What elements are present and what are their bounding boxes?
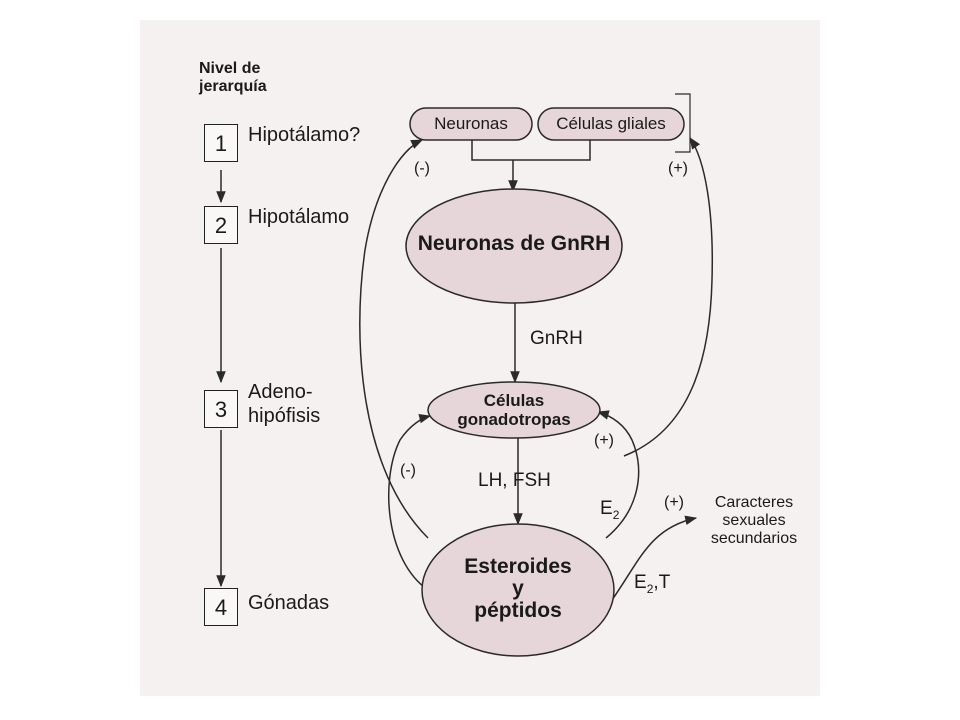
node-esteroides-line3: péptidos (474, 599, 562, 622)
label-e2-sub: 2 (612, 507, 620, 522)
label-pos-top: (+) (668, 160, 688, 177)
label-lh-fsh: LH, FSH (478, 470, 551, 491)
level-1-number: 1 (204, 124, 238, 162)
hierarchy-title: Nivel de jerarquía (199, 60, 267, 96)
label-pos-mid: (+) (594, 432, 614, 449)
node-neuronas-shape (409, 107, 533, 141)
level-1-label: Hipotálamo? (248, 124, 361, 146)
label-e2t-e: E (634, 572, 647, 593)
connector-top (471, 140, 591, 161)
level-3-label-line1: Adeno- (248, 381, 313, 403)
level-4-label: Gónadas (248, 592, 330, 614)
label-e2t-sub: 2 (646, 581, 654, 596)
feedback-pos-mid (596, 410, 640, 539)
arrow-output (611, 515, 698, 601)
node-esteroides-line1: Esteroides (464, 555, 572, 578)
hierarchy-title-line1: Nivel de (199, 60, 261, 77)
output-line2: sexuales (722, 512, 786, 529)
output-line1: Caracteres (714, 494, 794, 511)
feedback-neg-top (359, 139, 429, 539)
node-neuronas: Neuronas (434, 114, 508, 133)
output-caracteres: Caracteres sexuales secundarios (694, 494, 814, 548)
feedback-pos-top (623, 137, 714, 457)
label-neg-top: (-) (414, 160, 430, 177)
node-gnrh-shape (405, 188, 623, 304)
level-3-number: 3 (204, 390, 238, 428)
node-esteroides-line2: y (512, 577, 524, 600)
label-e2t-t: ,T (653, 572, 671, 593)
label-pos-out: (+) (664, 494, 684, 511)
node-esteroides-shape (421, 523, 615, 657)
node-gonadotropas-line2: gonadotropas (457, 410, 571, 429)
level-2-number: 2 (204, 206, 238, 244)
node-gnrh-neurons: Neuronas de GnRH (417, 232, 611, 255)
feedback-neg-mid (387, 413, 432, 591)
node-celulas-gliales: Células gliales (556, 114, 666, 133)
level-3-label: Adeno- hipófisis (248, 380, 320, 428)
level-3-label-line2: hipófisis (248, 405, 321, 427)
node-gonadotropas-shape (427, 381, 601, 439)
label-neg-mid: (-) (400, 462, 416, 479)
node-gliales-shape (537, 107, 685, 141)
output-line3: secundarios (710, 530, 798, 547)
label-e2: E2 (600, 498, 619, 522)
node-esteroides: Esteroides y péptidos (422, 556, 614, 622)
level-2-label: Hipotálamo (248, 206, 350, 228)
label-e2-t: E2,T (634, 572, 670, 596)
label-gnrh: GnRH (530, 328, 583, 349)
level-4-number: 4 (204, 588, 238, 626)
node-gonadotropas-line1: Células (483, 391, 545, 410)
node-gonadotropas: Células gonadotropas (428, 391, 600, 429)
label-e2-e: E (600, 498, 613, 519)
bracket (675, 93, 691, 153)
hierarchy-title-line2: jerarquía (199, 78, 267, 95)
